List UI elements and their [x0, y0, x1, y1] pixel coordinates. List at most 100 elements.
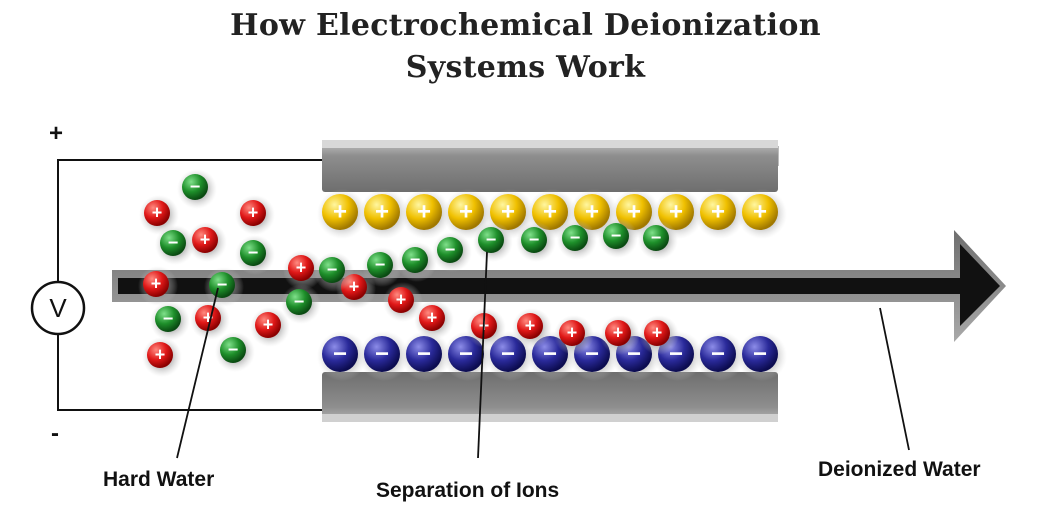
- svg-text:−: −: [501, 341, 515, 368]
- svg-text:+: +: [669, 199, 683, 226]
- anion: −: [473, 222, 513, 262]
- circuit-wire-top: [57, 159, 331, 283]
- cation: +: [466, 308, 506, 348]
- cation: +: [235, 195, 275, 235]
- svg-text:+: +: [248, 202, 259, 222]
- svg-text:+: +: [151, 273, 162, 293]
- anion: −: [204, 267, 244, 307]
- svg-text:+: +: [155, 344, 166, 364]
- svg-text:−: −: [333, 341, 347, 368]
- deionized-water-pointer: [879, 307, 910, 451]
- cation: +: [138, 266, 178, 306]
- svg-text:−: −: [217, 274, 228, 294]
- anion: −: [281, 284, 321, 324]
- adsorbed-anions-row: −−−−−−−−−−−: [317, 331, 787, 381]
- hard-water-pointer: [176, 287, 219, 459]
- diagram-title-line-1: How Electrochemical Deionization: [230, 8, 821, 43]
- adsorbed-cation: +: [359, 189, 409, 239]
- svg-text:+: +: [263, 314, 274, 334]
- anion: −: [598, 218, 638, 258]
- anion: −: [557, 220, 597, 260]
- svg-text:−: −: [543, 341, 557, 368]
- anion: −: [397, 242, 437, 282]
- svg-text:−: −: [459, 341, 473, 368]
- svg-text:−: −: [248, 242, 259, 262]
- svg-text:−: −: [410, 249, 421, 269]
- negative-terminal-sign: -: [51, 420, 59, 447]
- svg-text:+: +: [427, 307, 438, 327]
- svg-text:−: −: [611, 225, 622, 245]
- svg-text:−: −: [163, 308, 174, 328]
- separation-of-ions-label: Separation of Ions: [376, 479, 560, 502]
- svg-text:−: −: [570, 227, 581, 247]
- svg-text:+: +: [349, 276, 360, 296]
- anion: −: [177, 169, 217, 209]
- separation-of-ions-pointer: [477, 251, 488, 459]
- svg-text:+: +: [459, 199, 473, 226]
- adsorbed-cation: +: [317, 189, 367, 239]
- anion: −: [235, 235, 275, 275]
- svg-text:−: −: [753, 341, 767, 368]
- anion: −: [215, 332, 255, 372]
- deionized-water-label: Deionized Water: [818, 458, 981, 481]
- diagram-title-line-2: Systems Work: [405, 50, 646, 85]
- adsorbed-cation: +: [695, 189, 745, 239]
- svg-text:+: +: [652, 322, 663, 342]
- svg-text:+: +: [296, 257, 307, 277]
- svg-text:+: +: [501, 199, 515, 226]
- hard-water-label: Hard Water: [103, 468, 215, 491]
- svg-text:−: −: [711, 341, 725, 368]
- svg-text:−: −: [327, 259, 338, 279]
- flow-arrow: [112, 230, 1006, 342]
- anion: −: [362, 247, 402, 287]
- svg-text:+: +: [417, 199, 431, 226]
- anion: −: [432, 232, 472, 272]
- svg-text:+: +: [375, 199, 389, 226]
- adsorbed-cation: +: [401, 189, 451, 239]
- anion: −: [314, 252, 354, 292]
- svg-text:−: −: [375, 254, 386, 274]
- positive-terminal-sign: +: [49, 120, 64, 147]
- adsorbed-cations-row: +++++++++++: [317, 189, 787, 239]
- svg-text:−: −: [651, 227, 662, 247]
- anion: −: [155, 225, 195, 265]
- svg-text:+: +: [543, 199, 557, 226]
- cation: +: [142, 337, 182, 377]
- svg-text:−: −: [168, 232, 179, 252]
- svg-text:+: +: [333, 199, 347, 226]
- svg-text:−: −: [294, 291, 305, 311]
- svg-text:+: +: [200, 229, 211, 249]
- svg-text:−: −: [375, 341, 389, 368]
- circuit-wire-bottom: [57, 335, 331, 411]
- adsorbed-anion: −: [317, 331, 367, 381]
- svg-text:+: +: [525, 315, 536, 335]
- svg-text:−: −: [417, 341, 431, 368]
- svg-text:+: +: [396, 289, 407, 309]
- svg-text:−: −: [228, 339, 239, 359]
- anion: −: [516, 222, 556, 262]
- cation: +: [600, 315, 640, 355]
- svg-text:+: +: [203, 307, 214, 327]
- cation: +: [512, 308, 552, 348]
- adsorbed-anion: −: [737, 331, 787, 381]
- svg-text:−: −: [486, 229, 497, 249]
- adsorbed-anion: −: [695, 331, 745, 381]
- voltmeter: V: [30, 280, 86, 336]
- svg-text:+: +: [152, 202, 163, 222]
- free-ions: ++++++++++++++++−−−−−−−−−−−−−−−−: [138, 169, 679, 377]
- anion: −: [638, 220, 678, 260]
- cation: +: [383, 282, 423, 322]
- adsorbed-anion: −: [401, 331, 451, 381]
- positive-electrode: [322, 140, 779, 192]
- svg-text:−: −: [190, 176, 201, 196]
- svg-text:+: +: [627, 199, 641, 226]
- cation: +: [250, 307, 290, 347]
- svg-text:+: +: [753, 199, 767, 226]
- adsorbed-cation: +: [737, 189, 787, 239]
- voltmeter-symbol: V: [49, 293, 67, 323]
- cation: +: [283, 250, 323, 290]
- svg-text:+: +: [711, 199, 725, 226]
- cation: +: [554, 315, 594, 355]
